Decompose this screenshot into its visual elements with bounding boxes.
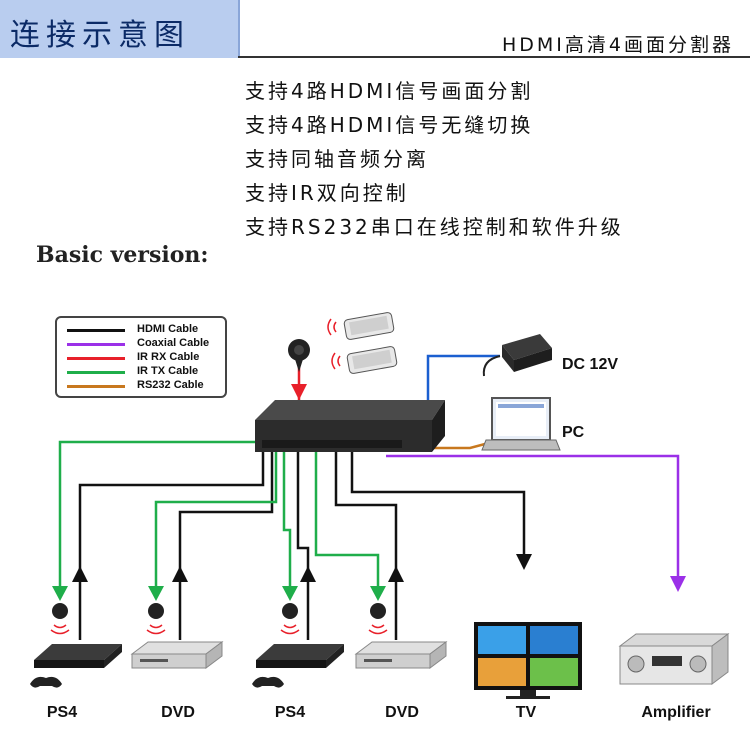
power-label: DC 12V xyxy=(562,356,619,373)
ir-receiver-icon xyxy=(288,339,310,372)
coaxial-cable xyxy=(386,454,680,580)
legend-item-hdmi: HDMI Cable xyxy=(67,323,227,337)
amplifier-icon xyxy=(618,633,730,685)
dvd-player-icon xyxy=(354,641,448,669)
hdmi-output-arrow xyxy=(516,554,532,570)
ir-tx-arrows xyxy=(52,586,386,601)
feature-item: 支持IR双向控制 xyxy=(245,181,409,205)
header-divider xyxy=(238,56,750,58)
device-label-amplifier: Amplifier xyxy=(641,704,711,721)
ps4-console-icon xyxy=(30,644,122,688)
pc-laptop-icon xyxy=(481,397,561,451)
hdmi-output-cable xyxy=(350,450,526,562)
legend-swatch xyxy=(67,357,125,360)
ir-rx-arrow xyxy=(291,384,307,400)
legend-swatch xyxy=(67,385,125,388)
ir-tx-cables xyxy=(58,440,380,595)
pc-label: PC xyxy=(562,424,585,441)
device-label-dvd-2: DVD xyxy=(385,704,419,721)
power-adapter-icon xyxy=(482,334,552,377)
ir-emitter-icons xyxy=(50,603,388,635)
legend-swatch xyxy=(67,343,125,346)
legend-item-rs232: RS232 Cable xyxy=(67,379,227,393)
feature-item: 支持同轴音频分离 xyxy=(245,147,429,171)
dvd-player-icon xyxy=(130,641,224,669)
legend-item-ir-tx: IR TX Cable xyxy=(67,365,227,379)
device-label-ps4-2: PS4 xyxy=(274,704,306,721)
device-label-ps4-1: PS4 xyxy=(46,704,78,721)
legend-swatch xyxy=(67,371,125,374)
legend-label: Coaxial Cable xyxy=(137,337,210,349)
legend-label: HDMI Cable xyxy=(137,323,199,335)
legend-label: IR TX Cable xyxy=(137,365,199,377)
feature-list: 支持4路HDMI信号画面分割 支持4路HDMI信号无缝切换 支持同轴音频分离 支… xyxy=(245,74,624,244)
header-tab: 连接示意图 xyxy=(0,0,240,58)
remote-control-icon xyxy=(331,346,398,374)
tv-icon xyxy=(474,622,582,699)
hdmi-input-cables xyxy=(78,450,398,640)
coaxial-arrow xyxy=(670,576,686,592)
legend-label: IR RX Cable xyxy=(137,351,200,363)
splitter-device xyxy=(255,400,445,452)
remote-control-icon xyxy=(327,312,395,340)
cable-legend: HDMI Cable Coaxial Cable IR RX Cable IR … xyxy=(55,316,227,398)
legend-item-coaxial: Coaxial Cable xyxy=(67,337,227,351)
ps4-console-icon xyxy=(252,644,344,688)
legend-label: RS232 Cable xyxy=(137,379,204,391)
page-title: 连接示意图 xyxy=(10,18,190,53)
product-title: HDMI高清4画面分割器 xyxy=(501,34,734,56)
hdmi-input-arrows xyxy=(72,566,404,582)
feature-item: 支持4路HDMI信号画面分割 xyxy=(245,79,534,103)
diagram-title: Basic version: xyxy=(36,242,209,268)
feature-item: 支持4路HDMI信号无缝切换 xyxy=(245,113,534,137)
feature-item: 支持RS232串口在线控制和软件升级 xyxy=(245,215,624,239)
legend-item-ir-rx: IR RX Cable xyxy=(67,351,227,365)
legend-swatch xyxy=(67,329,125,332)
device-label-tv: TV xyxy=(515,704,537,721)
device-label-dvd-1: DVD xyxy=(161,704,195,721)
